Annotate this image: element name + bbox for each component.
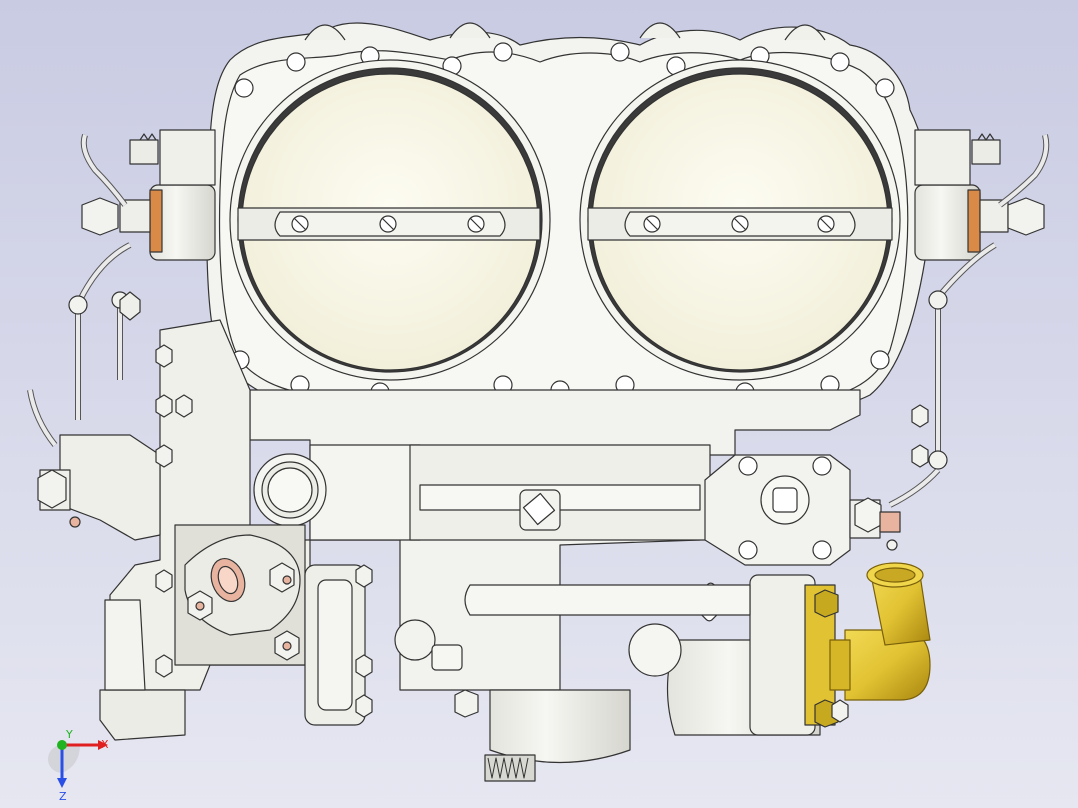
lower-bowl xyxy=(394,619,631,782)
accelerator-pump-housing xyxy=(464,574,839,736)
coordinate-triad: X Y Z xyxy=(48,728,109,803)
hex-nut-left xyxy=(81,197,119,236)
linkage-right-inner xyxy=(889,134,1049,507)
y-axis-indicator xyxy=(57,740,67,750)
copper-washer-left xyxy=(149,189,163,253)
x-axis-label: X xyxy=(101,738,109,751)
throttle-bore-right xyxy=(579,59,901,381)
linkage-nut xyxy=(854,497,882,533)
y-axis-label: Y xyxy=(65,728,73,741)
hex-nut-right xyxy=(1007,197,1045,236)
shaft-housing-left xyxy=(81,129,216,261)
float-bowl-cover-right xyxy=(704,454,881,566)
brass-elbow-fitting xyxy=(829,562,931,701)
carburetor-main-body xyxy=(249,389,861,691)
shaft-housing-right xyxy=(914,129,1045,261)
z-axis-label: Z xyxy=(59,790,67,803)
copper-washer-right xyxy=(967,189,981,253)
linkage-left-inner xyxy=(28,134,131,447)
body-bolts xyxy=(155,344,929,723)
throttle-bore-left xyxy=(229,59,551,381)
